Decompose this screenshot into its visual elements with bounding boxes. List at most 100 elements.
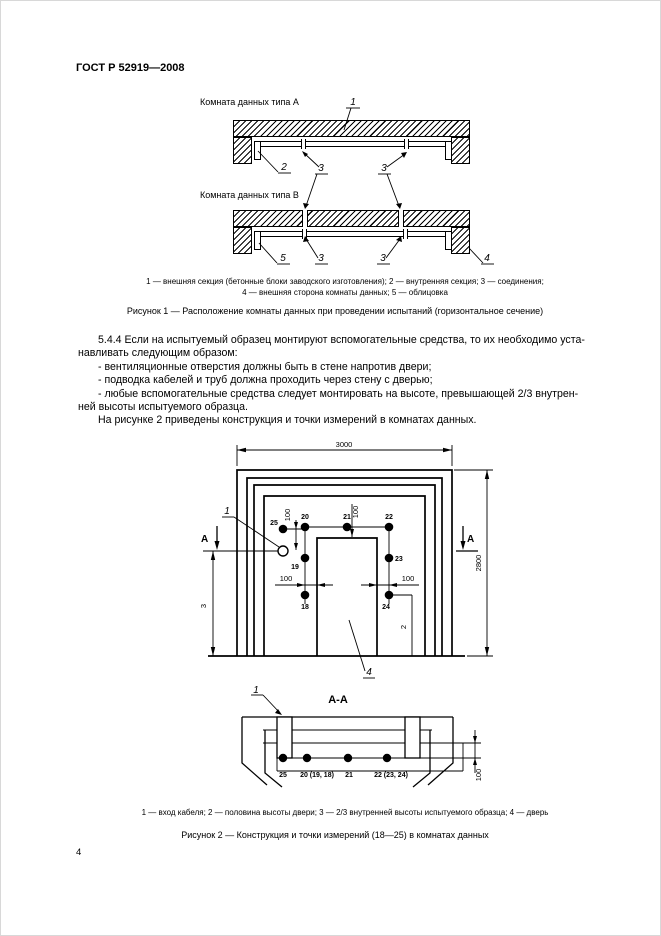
fig1-b-outer-bar	[233, 210, 470, 227]
fig2-plan-view: 3000 2800 100	[199, 440, 493, 679]
fig2-dim-height: 2800	[454, 469, 493, 657]
point-24	[384, 590, 394, 600]
point-label-23: 23	[395, 556, 403, 563]
point-label-21: 21	[343, 514, 351, 521]
fig1-callout-3-b-right: 3	[380, 253, 386, 264]
point-label-19: 19	[291, 564, 299, 571]
fig1-b-joint-right	[403, 229, 408, 239]
body-line: - любые вспомогательные средства следует…	[98, 387, 579, 400]
body-line: - подводка кабелей и труб должна проходи…	[98, 374, 433, 387]
point-label-22: 22	[385, 514, 393, 521]
section-label-20: 20 (19, 18)	[300, 772, 334, 779]
fig1-a-right-cap	[445, 141, 452, 160]
fig1-legend-line1: 1 — внешняя секция (бетонные блоки завод…	[146, 277, 544, 286]
point-21	[342, 522, 352, 532]
fig1-legend-line2: 4 — внешняя сторона комнаты данных; 5 — …	[242, 288, 448, 297]
section-label-21: 21	[345, 772, 353, 779]
fig2-dim-100-label-d: 100	[402, 574, 415, 583]
fig2-callout-3-label: 3	[199, 604, 208, 608]
fig1-room-type-a-label: Комната данных типа А	[200, 97, 299, 107]
fig1-callout-4: 4	[484, 253, 490, 264]
fig2-walls	[208, 469, 465, 657]
fig2-dim-100-left-door: 100	[275, 574, 333, 587]
section-point-22	[382, 753, 392, 763]
fig1-caption: Рисунок 1 — Расположение комнаты данных …	[126, 306, 544, 316]
fig1-a-left-stub	[233, 137, 252, 164]
point-20	[300, 522, 310, 532]
fig1-callout-3-left: 3	[318, 163, 324, 174]
section-measurement-points	[278, 753, 392, 763]
fig1-b-bar-joint-left	[302, 210, 308, 227]
point-23	[384, 553, 394, 563]
section-label-25: 25	[279, 772, 287, 779]
fig2-dim-100-left-top: 100	[283, 509, 298, 550]
fig2-callout-1-label: 1	[224, 506, 230, 517]
fig2-caption: Рисунок 2 — Конструкция и точки измерени…	[181, 830, 489, 840]
point-label-24: 24	[382, 604, 390, 611]
fig1-leader-lines	[257, 107, 494, 265]
fig2-section-letter-right: А	[467, 534, 474, 545]
fig1-a-left-cap	[254, 141, 261, 160]
fig2-legend: 1 — вход кабеля; 2 — половина высоты две…	[141, 808, 549, 817]
fig2-dim-100-right-door: 100	[361, 574, 419, 587]
fig2-measurement-points	[278, 522, 394, 600]
fig2-dim-width-label: 3000	[336, 440, 353, 449]
fig2-dim-100-label-b: 100	[351, 506, 360, 519]
section-label-22: 22 (23, 24)	[374, 772, 408, 779]
point-19	[300, 553, 310, 563]
fig2-callout-3-dim: 3	[199, 551, 216, 656]
fig1-a-joint-left	[301, 139, 306, 149]
point-25	[278, 524, 288, 534]
point-22	[384, 522, 394, 532]
fig2-callout-1: 1	[222, 506, 280, 548]
point-label-18: 18	[301, 604, 309, 611]
body-line: навливать следующим образом:	[78, 347, 238, 360]
section-title: А-А	[328, 694, 348, 706]
point-label-25: 25	[270, 520, 278, 527]
section-point-20	[302, 753, 312, 763]
fig2-section-view: А-А 25 20 (19, 18) 21 22 (23, 24)	[241, 685, 483, 788]
fig2-dim-height-label: 2800	[474, 555, 483, 572]
fig2-dim-100-center: 100	[350, 504, 360, 537]
fig2-callout-4-label: 4	[366, 667, 372, 678]
fig2-dim-100-label-a: 100	[283, 509, 292, 522]
fig2-dim-width: 3000	[236, 440, 453, 466]
fig2-door-opening	[316, 537, 378, 656]
fig1-a-outer-bar	[233, 120, 470, 137]
section-point-25	[278, 753, 288, 763]
section-dim-100: 100	[473, 730, 483, 781]
fig1-callout-3-right: 3	[381, 163, 387, 174]
fig1-callout-5: 5	[280, 253, 286, 264]
body-line: - вентиляционные отверстия должны быть в…	[98, 360, 432, 373]
fig2-section-letter-left: А	[201, 534, 208, 545]
fig1-b-right-cap	[445, 231, 452, 250]
fig2-callout-2-label: 2	[399, 625, 408, 629]
body-line: На рисунке 2 приведены конструкция и точ…	[98, 414, 477, 427]
fig1-callouts-overlay: 1 2 3 3 5 3 3 4	[257, 97, 494, 265]
fig1-b-left-cap	[254, 231, 261, 250]
fig1-b-joint-left	[302, 229, 307, 239]
fig1-room-type-b-label: Комната данных типа В	[200, 190, 299, 200]
fig2-callout-4: 4	[348, 619, 375, 679]
fig1-a-joint-right	[404, 139, 409, 149]
body-line: 5.4.4 Если на испытуемый образец монтиру…	[98, 334, 585, 346]
fig1-callout-1: 1	[350, 97, 356, 108]
fig1-callout-2: 2	[280, 162, 287, 173]
doc-number: ГОСТ Р 52919—2008	[76, 62, 185, 74]
page-number: 4	[76, 847, 82, 858]
section-5-4-4: 5.4.4 Если на испытуемый образец монтиру…	[78, 334, 614, 428]
cable-entry-block-left	[276, 716, 293, 759]
point-label-20: 20	[301, 514, 309, 521]
section-dim-100-label: 100	[474, 769, 483, 782]
fig1-callout-3-b-left: 3	[318, 253, 324, 264]
fig2-section-marker-left: А	[201, 526, 220, 550]
fig1-b-left-stub	[233, 227, 252, 254]
cable-entry-circle	[277, 545, 289, 557]
section-point-21	[343, 753, 353, 763]
cable-entry-block-right	[404, 716, 421, 759]
fig2-section-marker-right: А	[456, 526, 478, 552]
fig2-measure-lines	[203, 526, 413, 656]
body-line: ней высоты испытуемого образца.	[78, 401, 248, 414]
section-structure	[241, 716, 481, 788]
